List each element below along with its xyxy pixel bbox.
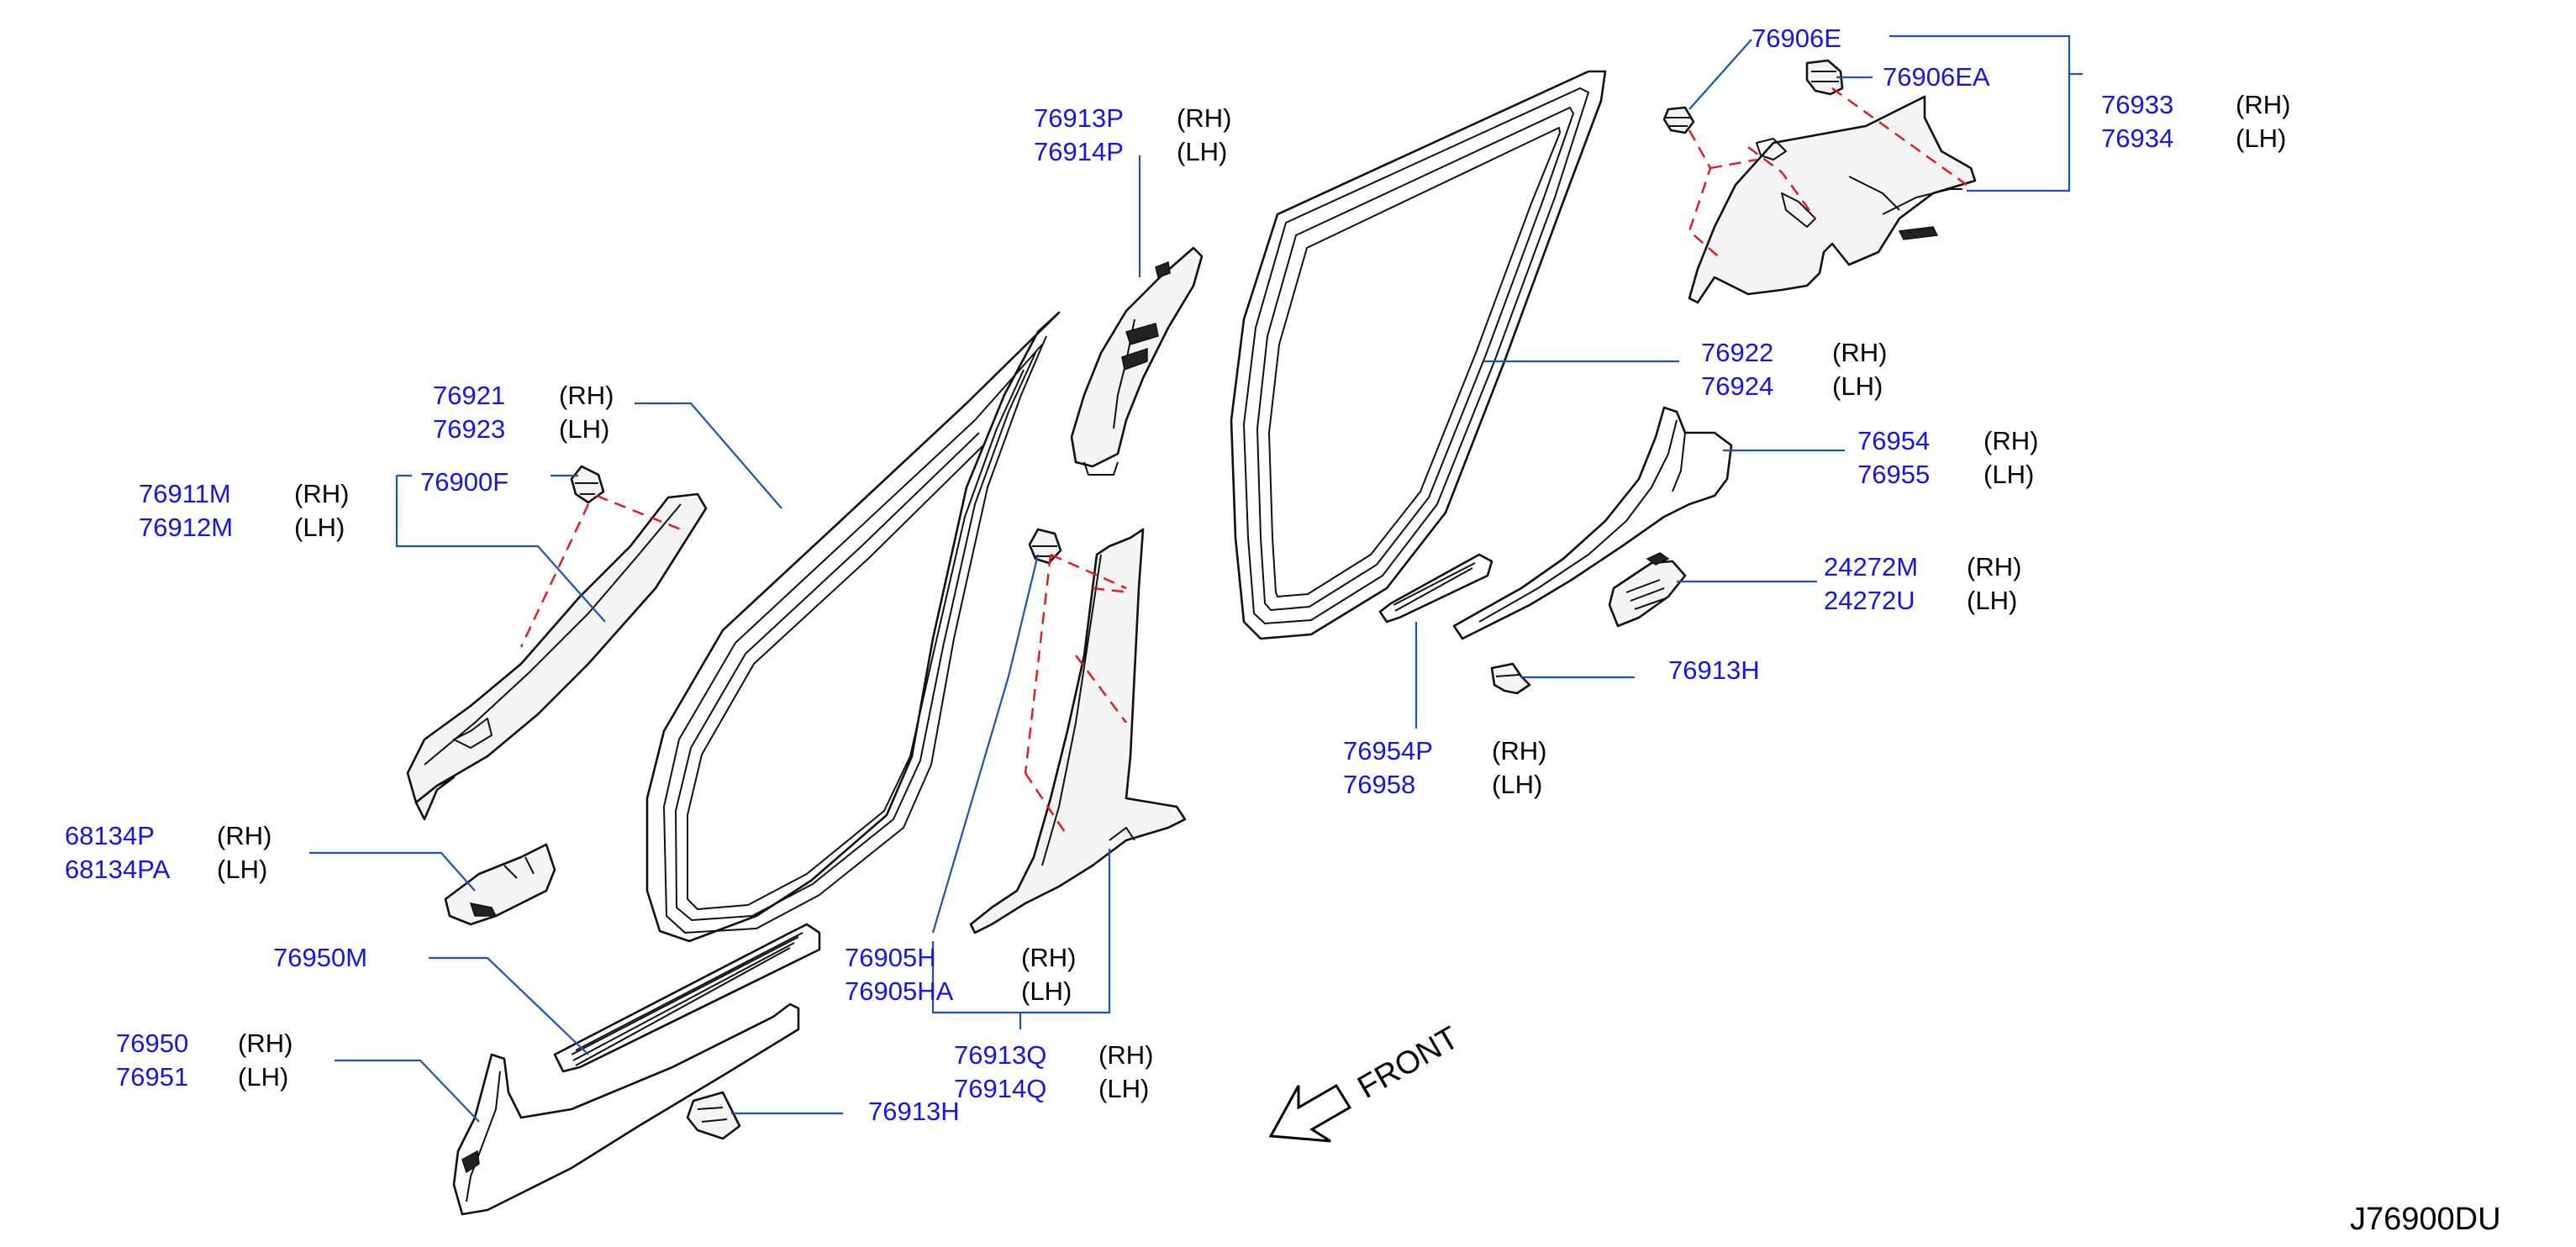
part-number-label[interactable]: 76913H — [1668, 655, 1760, 685]
callout-c3: 76933 (RH) 76934 (LH) — [2101, 90, 2290, 153]
callout-c7: 76911M (RH) 76912M (LH) — [139, 479, 349, 542]
clip-76913h-bottom — [686, 1091, 741, 1140]
clip-76906e — [1662, 106, 1695, 134]
part-number-label[interactable]: 76950M — [273, 943, 367, 972]
rear-pillar-garnish — [1688, 95, 1977, 304]
side-label: (LH) — [294, 513, 345, 542]
part-number-label[interactable]: 24272U — [1824, 586, 1915, 615]
rear-body-finisher — [1452, 406, 1733, 640]
side-label: (LH) — [1021, 976, 1072, 1006]
part-number-label[interactable]: 76913P — [1034, 103, 1124, 133]
part-number-label[interactable]: 76954 — [1857, 426, 1930, 455]
side-label: (LH) — [1967, 586, 2017, 615]
side-label: (LH) — [1983, 460, 2034, 489]
callout-c13: 68134P (RH) 68134PA (LH) — [65, 821, 271, 884]
side-label: (LH) — [1098, 1074, 1149, 1103]
b-pillar-upper-garnish — [1070, 246, 1204, 476]
diagram-code: J76900DU — [2350, 1202, 2501, 1237]
part-number-label[interactable]: 76913Q — [954, 1040, 1046, 1070]
callout-c15: 76905H (RH) 76905HA (LH) — [845, 943, 1076, 1006]
callout-c4: 76913P (RH) 76914P (LH) — [1034, 103, 1231, 166]
part-number-label[interactable]: 76924 — [1701, 371, 1773, 401]
part-number-label[interactable]: 76912M — [139, 513, 233, 542]
side-label: (RH) — [1021, 943, 1076, 972]
clip-24272m — [1608, 552, 1687, 628]
part-number-label[interactable]: 76914Q — [954, 1074, 1046, 1103]
side-label: (RH) — [238, 1029, 292, 1058]
clip-76900f — [570, 465, 605, 504]
a-pillar-garnish — [406, 492, 708, 821]
side-label: (RH) — [1492, 736, 1546, 766]
side-label: (RH) — [1832, 338, 1887, 367]
callout-c11: 76913H — [1668, 655, 1760, 685]
callout-c14: 76950M — [273, 943, 367, 972]
side-label: (RH) — [217, 821, 271, 850]
side-label: (RH) — [1967, 552, 2021, 581]
side-label: (LH) — [559, 414, 609, 444]
callout-c6: 76921 (RH) 76923 (LH) — [433, 381, 614, 444]
part-number-label[interactable]: 76951 — [116, 1062, 188, 1092]
part-number-label[interactable]: 76914P — [1034, 137, 1124, 166]
part-number-label[interactable]: 76934 — [2101, 124, 2173, 153]
leader-lines — [309, 34, 2083, 1123]
part-number-label[interactable]: 76900F — [420, 467, 508, 497]
side-label: (LH) — [1177, 137, 1227, 166]
callout-c16: 76950 (RH) 76951 (LH) — [116, 1029, 292, 1092]
part-number-label[interactable]: 76906E — [1752, 24, 1841, 53]
callout-c18: 76913H — [868, 1097, 960, 1126]
part-number-label[interactable]: 76954P — [1343, 736, 1433, 766]
side-label: (RH) — [1098, 1040, 1153, 1070]
part-number-label[interactable]: 76950 — [116, 1029, 188, 1058]
part-number-label[interactable]: 76922 — [1701, 338, 1773, 367]
part-number-label[interactable]: 76913H — [868, 1097, 960, 1126]
part-number-label[interactable]: 68134PA — [65, 855, 171, 884]
side-label: (LH) — [217, 855, 267, 884]
part-number-label[interactable]: 76933 — [2101, 90, 2173, 119]
part-number-label[interactable]: 76958 — [1343, 770, 1415, 799]
part-number-label[interactable]: 76911M — [139, 479, 231, 508]
side-label: (LH) — [1832, 371, 1883, 401]
front-arrow-icon — [1268, 1083, 1352, 1143]
front-kick-panel — [452, 1002, 800, 1216]
callout-c9: 76954 (RH) 76955 (LH) — [1857, 426, 2038, 489]
part-number-label[interactable]: 68134P — [65, 821, 155, 850]
front-door-weatherstrip — [645, 311, 1061, 943]
side-label: (LH) — [1492, 770, 1542, 799]
side-label: (RH) — [294, 479, 349, 508]
callout-c17: 76913Q (RH) 76914Q (LH) — [954, 1040, 1153, 1103]
b-pillar-lower-garnish — [969, 528, 1187, 934]
side-label: (LH) — [2236, 124, 2286, 153]
callout-c5: 76922 (RH) 76924 (LH) — [1701, 338, 1887, 401]
rear-kicking-plate — [1378, 553, 1493, 624]
side-label: (RH) — [1177, 103, 1231, 133]
callout-c2: 76906EA — [1883, 62, 1990, 92]
callout-labels: 76906E 76906EA 76933 (RH) 76934 (LH) 76913P (RH… — [65, 24, 2290, 1126]
side-label: (RH) — [2236, 90, 2290, 119]
callout-c8: 76900F — [420, 467, 508, 497]
part-number-label[interactable]: 76923 — [433, 414, 505, 444]
side-label: (RH) — [559, 381, 614, 410]
part-number-label[interactable]: 24272M — [1824, 552, 1918, 581]
side-label: (LH) — [238, 1062, 288, 1092]
part-number-label[interactable]: 76906EA — [1883, 62, 1990, 92]
bracket-68134p — [444, 843, 556, 926]
side-label: (RH) — [1983, 426, 2038, 455]
front-kicking-plate — [553, 923, 821, 1073]
part-number-label[interactable]: 76905H — [845, 943, 936, 972]
callout-c10: 24272M (RH) 24272U (LH) — [1824, 552, 2021, 615]
clip-76913h-right — [1490, 662, 1531, 695]
front-label: FRONT — [1352, 1020, 1465, 1106]
part-number-label[interactable]: 76921 — [433, 381, 505, 410]
part-number-label[interactable]: 76905HA — [845, 976, 954, 1006]
fastener-paths — [519, 87, 1968, 837]
part-number-label[interactable]: 76955 — [1857, 460, 1930, 489]
callout-c1: 76906E — [1752, 24, 1841, 53]
rear-door-weatherstrip — [1230, 70, 1607, 640]
callout-c12: 76954P (RH) 76958 (LH) — [1343, 736, 1546, 799]
